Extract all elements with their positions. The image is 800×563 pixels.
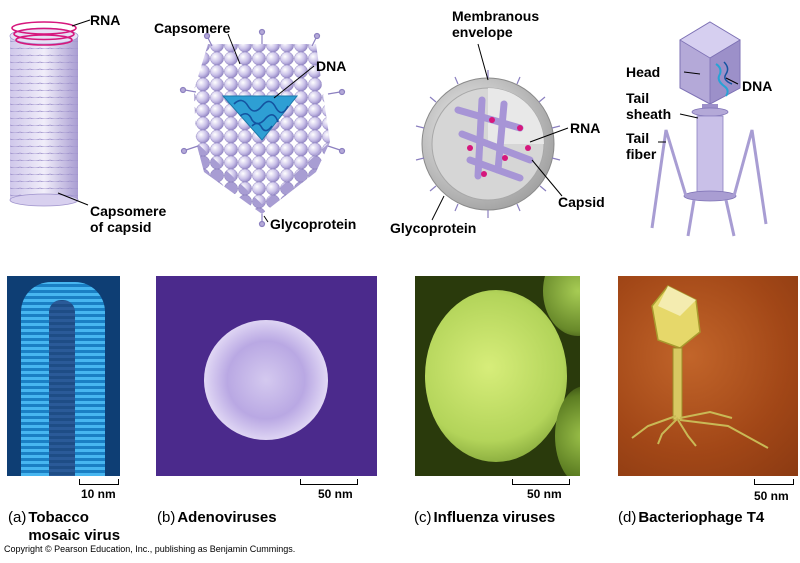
adenovirus-dna bbox=[233, 99, 289, 132]
phage-particle bbox=[631, 285, 769, 449]
scalebar-adeno bbox=[300, 479, 358, 485]
micrograph-phage bbox=[618, 276, 798, 476]
caption-d-letter: (d) bbox=[618, 509, 637, 526]
flu-glycoprotein-label: Glycoprotein bbox=[390, 220, 477, 236]
scale-label-adeno: 50 nm bbox=[318, 487, 353, 501]
tmv-rod-core bbox=[49, 300, 75, 476]
influenza-spikes bbox=[415, 70, 561, 218]
tmv-capsomere-label: Capsomere of capsid bbox=[90, 203, 167, 235]
caption-d: (d)Bacteriophage T4 bbox=[618, 509, 764, 527]
scale-label-tmv: 10 nm bbox=[81, 487, 116, 501]
phage-fiber-label: Tail fiber bbox=[626, 130, 657, 162]
influenza-rna-segments bbox=[454, 96, 534, 182]
phage-dna-label: DNA bbox=[742, 78, 773, 94]
scalebar-flu bbox=[512, 479, 570, 485]
flu-rna-label: RNA bbox=[570, 120, 601, 136]
adenovirus-glycoproteins bbox=[179, 28, 346, 228]
caption-b: (b)Adenoviruses bbox=[157, 509, 277, 527]
influenza-particle-main bbox=[425, 290, 567, 462]
adeno-glycoprotein-label: Glycoprotein bbox=[270, 216, 357, 232]
adenovirus-particle bbox=[204, 320, 328, 440]
adeno-capsomere-label: Capsomere bbox=[154, 20, 231, 36]
tmv-rna-helix bbox=[11, 21, 77, 46]
influenza-rna-coils bbox=[467, 117, 531, 177]
phage-head-label: Head bbox=[626, 64, 661, 80]
flu-capsid-label: Capsid bbox=[558, 194, 605, 210]
caption-c: (c)Influenza viruses bbox=[414, 509, 555, 527]
tmv-capsid-cylinder bbox=[9, 27, 79, 207]
caption-c-name: Influenza viruses bbox=[433, 509, 556, 526]
caption-c-letter: (c) bbox=[414, 509, 432, 526]
caption-d-name: Bacteriophage T4 bbox=[638, 509, 765, 526]
phage-head bbox=[679, 21, 741, 105]
scale-label-flu: 50 nm bbox=[527, 487, 562, 501]
adeno-dna-label: DNA bbox=[316, 58, 347, 74]
caption-b-letter: (b) bbox=[157, 509, 176, 526]
micrograph-adenovirus bbox=[156, 276, 377, 476]
phage-sheath-label: Tail sheath bbox=[626, 90, 672, 122]
micrograph-tmv bbox=[7, 276, 120, 476]
scalebar-phage bbox=[754, 479, 794, 485]
flu-envelope-label: Membranous envelope bbox=[452, 8, 540, 40]
phage-tail bbox=[683, 104, 737, 202]
scalebar-tmv bbox=[79, 479, 119, 485]
adenovirus-capsid bbox=[194, 44, 330, 214]
caption-a: (a)Tobacco mosaic virus bbox=[8, 509, 148, 545]
caption-a-name: Tobacco mosaic virus bbox=[28, 509, 121, 544]
caption-a-letter: (a) bbox=[8, 509, 27, 526]
copyright-notice: Copyright © Pearson Education, Inc., pub… bbox=[4, 544, 296, 554]
caption-b-name: Adenoviruses bbox=[177, 509, 277, 526]
micrograph-influenza bbox=[415, 276, 580, 476]
scale-label-phage: 50 nm bbox=[754, 489, 789, 503]
tmv-rna-label: RNA bbox=[90, 12, 121, 28]
phage-tail-fibers bbox=[650, 129, 768, 237]
